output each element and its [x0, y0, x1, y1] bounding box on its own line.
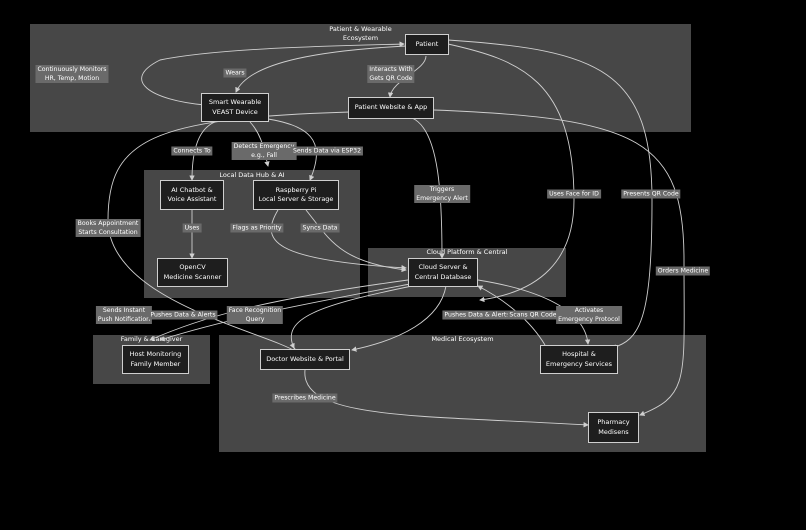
label-prescribes: Prescribes Medicine	[272, 393, 338, 403]
node-cloud-server[interactable]: Cloud Server & Central Database	[408, 258, 478, 287]
node-opencv[interactable]: OpenCV Medicine Scanner	[157, 258, 228, 287]
label-uses-face: Uses Face for ID	[547, 189, 601, 199]
label-syncs: Syncs Data	[300, 223, 340, 233]
label-face-query: Face Recognition Query	[226, 306, 284, 324]
label-sends-instant: Sends Instant Push Notification	[95, 306, 153, 324]
edge-wearable-monitors-patient	[141, 41, 405, 106]
node-smart-wearable[interactable]: Smart Wearable VEAST Device	[201, 93, 269, 122]
edge-website-triggers	[411, 117, 445, 259]
label-scans-qr: Scans QR Code	[507, 310, 559, 320]
label-detects: Detects Emergency e.g., Fall	[231, 142, 297, 160]
node-ai-chatbot[interactable]: AI Chatbot & Voice Assistant	[160, 180, 224, 210]
label-pushes-left: Pushes Data & Alerts	[148, 310, 218, 320]
label-connects: Connects To	[171, 146, 213, 156]
cluster-title: Local Data Hub & AI	[219, 171, 285, 179]
label-uses: Uses	[182, 223, 202, 233]
node-host-monitoring[interactable]: Host Monitoring Family Member	[122, 345, 189, 374]
edge-website-orders	[433, 109, 685, 416]
cluster-title: Patient & Wearable Ecosystem	[329, 25, 392, 42]
label-wears: Wears	[223, 68, 247, 78]
node-doctor-website[interactable]: Doctor Website & Portal	[260, 349, 350, 370]
label-interacts: Interacts With Gets QR Code	[367, 65, 415, 83]
node-raspberry-pi[interactable]: Raspberry Pi Local Server & Storage	[253, 180, 339, 210]
cluster-title: Cloud Platform & Central	[426, 248, 508, 256]
label-triggers: Triggers Emergency Alert	[414, 185, 470, 203]
node-patient-website[interactable]: Patient Website & App	[348, 97, 434, 119]
label-sends-esp: Sends Data via ESP32	[290, 146, 364, 156]
edge-cloud-doctor-face	[289, 285, 413, 349]
edge-patient-qr	[447, 39, 653, 350]
label-monitors: Continuously Monitors HR, Temp, Motion	[35, 65, 109, 83]
edge-patient-face	[447, 43, 575, 303]
edge-cloud-pushes-right	[351, 285, 447, 352]
edge-patient-wears	[235, 45, 407, 93]
edge-wearable-sends	[261, 117, 317, 181]
label-orders: Orders Medicine	[655, 266, 711, 276]
node-hospital[interactable]: Hospital & Emergency Services	[540, 345, 618, 374]
edge-rpi-syncs	[305, 209, 407, 273]
edge-doctor-prescribes	[304, 369, 589, 428]
label-flags: Flags as Priority	[230, 223, 284, 233]
label-books: Books Appointment Starts Consultation	[75, 219, 141, 237]
label-pushes-right: Pushes Data & Alerts	[442, 310, 512, 320]
cluster-title: Medical Ecosystem	[431, 335, 494, 343]
label-presents-qr: Presents QR Code	[621, 189, 681, 199]
label-activates: Activates Emergency Protocol	[556, 306, 622, 324]
edge-rpi-flags	[270, 209, 407, 271]
edge-cloud-activates	[477, 279, 591, 345]
node-patient[interactable]: Patient	[405, 34, 449, 55]
node-pharmacy[interactable]: Pharmacy Medisens	[588, 412, 639, 443]
